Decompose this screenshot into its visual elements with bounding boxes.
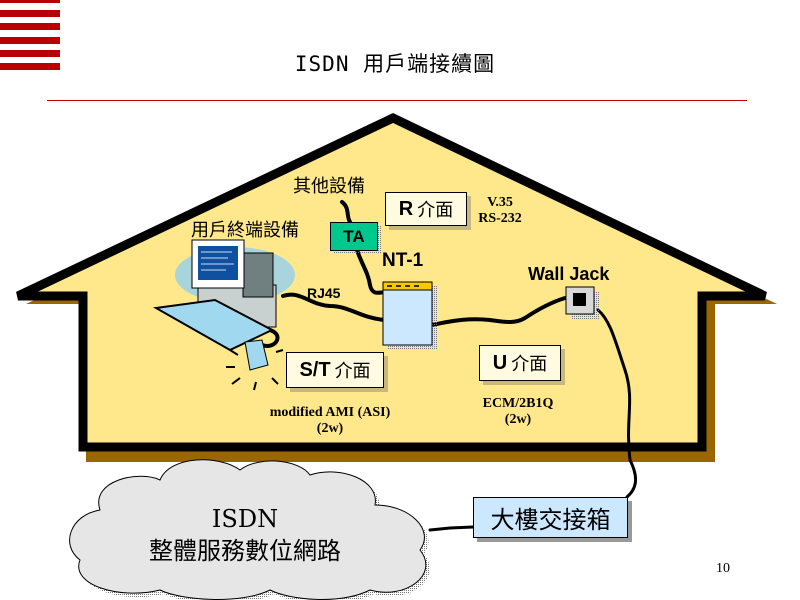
r-protocols: V.35 RS-232 <box>470 195 530 227</box>
cable-jack-to-box <box>596 308 638 499</box>
page-number: 10 <box>716 561 730 576</box>
u-encoding: ECM/2B1Q (2w) <box>468 396 568 428</box>
cable-other-to-ta <box>340 200 352 224</box>
wall-jack-label: Wall Jack <box>528 264 610 284</box>
mouse-click-rays-icon <box>226 349 284 391</box>
st-wires-label: (2w) <box>316 421 344 436</box>
ta-device: TA <box>330 222 378 251</box>
st-encoding: modified AMI (ASI) (2w) <box>240 405 420 437</box>
computer-icon <box>152 239 277 371</box>
cable-ta-to-nt1 <box>355 248 387 295</box>
r-interface-label: 介面 <box>417 200 454 221</box>
st-interface-label: 介面 <box>334 361 371 382</box>
st-interface-letter: S/T <box>299 358 331 381</box>
cable-rj45 <box>281 292 387 322</box>
cloud-line-network: 整體服務數位網路 <box>149 537 341 565</box>
logo-stripe <box>0 23 60 30</box>
building-junction-box: 大樓交接箱 <box>473 497 628 538</box>
nt1-label: NT-1 <box>382 250 424 271</box>
cable-mouse <box>260 328 280 348</box>
logo-stripe <box>0 0 60 3</box>
rj45-label: RJ45 <box>307 285 341 301</box>
cable-cloud-to-box <box>428 525 475 532</box>
u-interface-letter: U <box>492 351 508 374</box>
v35-label: V.35 <box>487 195 513 210</box>
cloud-line-isdn: ISDN <box>211 505 279 533</box>
u-interface-label: 介面 <box>511 354 548 375</box>
cloud-text: ISDN 整體服務數位網路 <box>80 503 410 567</box>
logo-stripe <box>0 50 60 57</box>
cloud-shape <box>69 459 430 600</box>
title-divider <box>47 100 747 101</box>
rs232-label: RS-232 <box>478 211 522 226</box>
logo-stripe <box>0 10 60 17</box>
logo-stripe <box>0 37 60 44</box>
r-interface-letter: R <box>398 197 414 220</box>
slide-title: ISDN 用戶端接續圖 <box>294 52 496 76</box>
user-terminal-label: 用戶終端設備 <box>191 220 299 241</box>
u-encoding-label: ECM/2B1Q <box>482 396 554 411</box>
st-encoding-label: modified AMI (ASI) <box>269 405 391 420</box>
logo-stripe <box>0 63 60 70</box>
cable-nt1-to-jack <box>430 296 567 327</box>
nt1-device <box>382 281 433 346</box>
other-equipment-label: 其他設備 <box>293 176 365 197</box>
u-wires-label: (2w) <box>504 412 532 427</box>
